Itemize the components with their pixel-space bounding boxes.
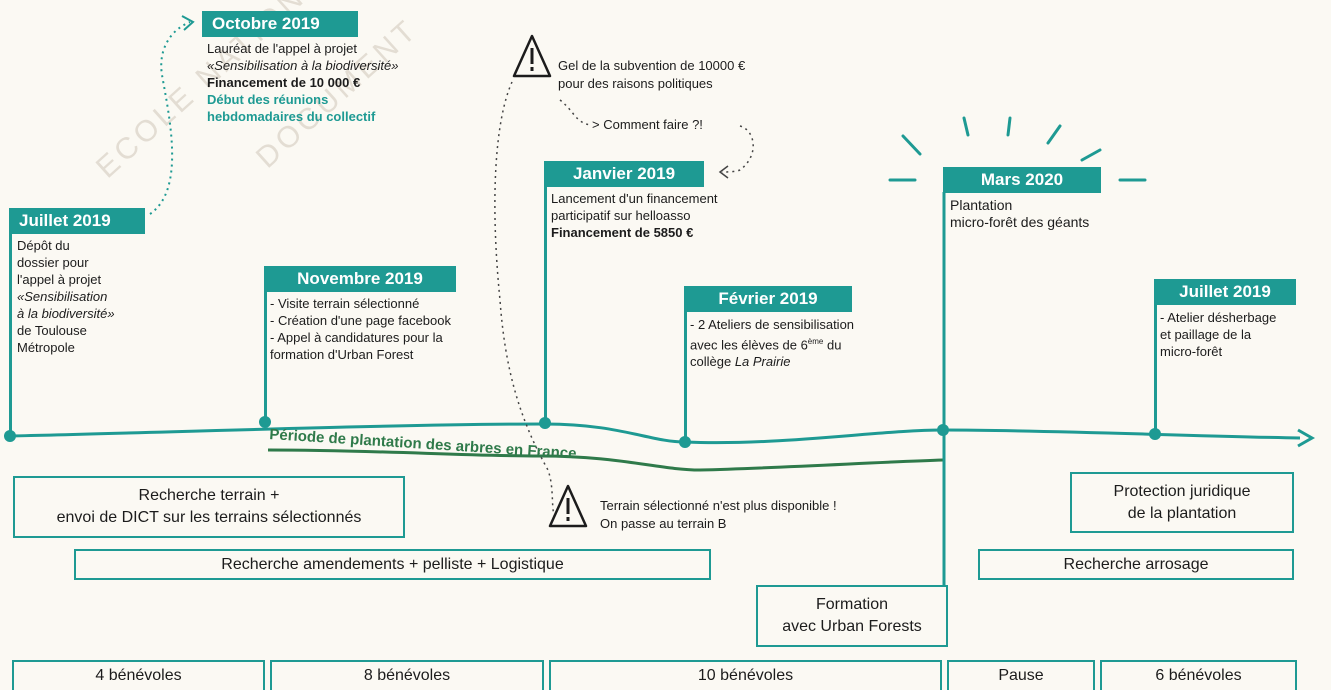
- warning-text-comment: > Comment faire ?!: [592, 117, 703, 132]
- stem-jan2019: [544, 174, 547, 424]
- warning-icon: [548, 484, 588, 528]
- warning-text-gel: Gel de la subvention de 10000 € pour des…: [558, 58, 746, 91]
- event-label-jul2019a: Juillet 2019: [9, 208, 145, 234]
- event-label-feb2019: Février 2019: [684, 286, 852, 312]
- volunteers-segment: 8 bénévoles: [270, 660, 544, 690]
- stem-feb2019: [684, 298, 687, 442]
- dotted-arrow-comment: [559, 99, 591, 126]
- event-label-oct2019: Octobre 2019: [202, 11, 358, 37]
- event-label-mar2020: Mars 2020: [943, 167, 1101, 193]
- dotted-arrow-back: [721, 125, 754, 173]
- event-text-nov2019: - Visite terrain sélectionné - Création …: [270, 296, 451, 362]
- event-label-jul2019b: Juillet 2019: [1154, 279, 1296, 305]
- event-label-jan2019: Janvier 2019: [544, 161, 704, 187]
- task-arrosage: Recherche arrosage: [978, 549, 1294, 580]
- task-formation: Formation avec Urban Forests: [756, 585, 948, 647]
- highlight-rays-icon: [888, 116, 1147, 182]
- event-text-mar2020: Plantation micro-forêt des géants: [950, 197, 1090, 230]
- stem-jul2019a: [9, 222, 12, 436]
- warning-icon: [512, 34, 552, 78]
- event-text-oct2019: Lauréat de l'appel à projet «Sensibilisa…: [207, 41, 399, 124]
- event-text-jan2019: Lancement d'un financement participatif …: [551, 191, 718, 240]
- dotted-arrow-oct: [149, 21, 191, 215]
- event-label-nov2019: Novembre 2019: [264, 266, 456, 292]
- volunteers-segment: 4 bénévoles: [12, 660, 265, 690]
- arrow-head-icon: [181, 15, 195, 31]
- event-text-feb2019: - 2 Ateliers de sensibilisation avec les…: [690, 317, 855, 370]
- timeline-axis: [9, 422, 1301, 445]
- timeline-arrow-icon: [1297, 428, 1316, 448]
- task-protection: Protection juridique de la plantation: [1070, 472, 1294, 533]
- event-text-jul2019a: Dépôt du dossier pour l'appel à projet «…: [17, 238, 115, 355]
- arrow-head-icon: [718, 165, 729, 179]
- volunteers-segment: 6 bénévoles: [1100, 660, 1297, 690]
- task-amendements: Recherche amendements + pelliste + Logis…: [74, 549, 711, 580]
- stem-nov2019: [264, 278, 267, 422]
- event-text-jul2019b: - Atelier désherbage et paillage de la m…: [1160, 310, 1277, 359]
- volunteers-segment: Pause: [947, 660, 1095, 690]
- warning-text-terrain: Terrain sélectionné n'est plus disponibl…: [600, 498, 837, 531]
- stem-jul2019b: [1154, 292, 1157, 434]
- volunteers-segment: 10 bénévoles: [549, 660, 942, 690]
- period-curve: [267, 448, 944, 472]
- task-recherche-terrain: Recherche terrain + envoi de DICT sur le…: [13, 476, 405, 538]
